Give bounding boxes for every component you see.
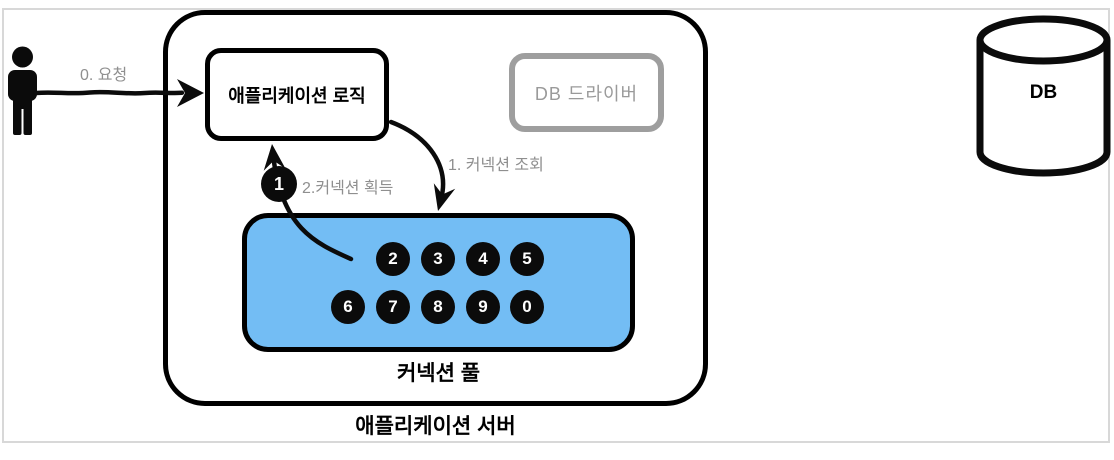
user-icon <box>8 46 37 135</box>
connection-9: 9 <box>466 290 500 324</box>
application-logic-box: 애플리케이션 로직 <box>205 48 389 141</box>
connection-8: 8 <box>421 290 455 324</box>
connection-4: 4 <box>466 242 500 276</box>
connection-pool-label: 커넥션 풀 <box>396 362 481 385</box>
request-flow-label: 0. 요청 <box>80 67 128 84</box>
connection-2: 2 <box>376 242 410 276</box>
acquire-flow-label: 2.커넥션 획득 <box>302 180 394 197</box>
connection-0: 0 <box>510 290 544 324</box>
lookup-flow-label: 1. 커넥션 조회 <box>448 157 544 174</box>
connection-7: 7 <box>376 290 410 324</box>
database-cylinder-icon <box>976 15 1111 177</box>
db-driver-label: DB 드라이버 <box>534 83 639 104</box>
connection-6: 6 <box>331 290 365 324</box>
application-logic-label: 애플리케이션 로직 <box>228 85 366 106</box>
acquired-connection-marker: 1 <box>261 166 297 202</box>
application-server-label: 애플리케이션 서버 <box>355 415 516 438</box>
request-arrow <box>33 79 204 107</box>
database-label: DB <box>1029 82 1058 103</box>
connection-3: 3 <box>421 242 455 276</box>
db-driver-box: DB 드라이버 <box>509 53 664 132</box>
lookup-arrow <box>388 119 456 211</box>
connection-5: 5 <box>510 242 544 276</box>
